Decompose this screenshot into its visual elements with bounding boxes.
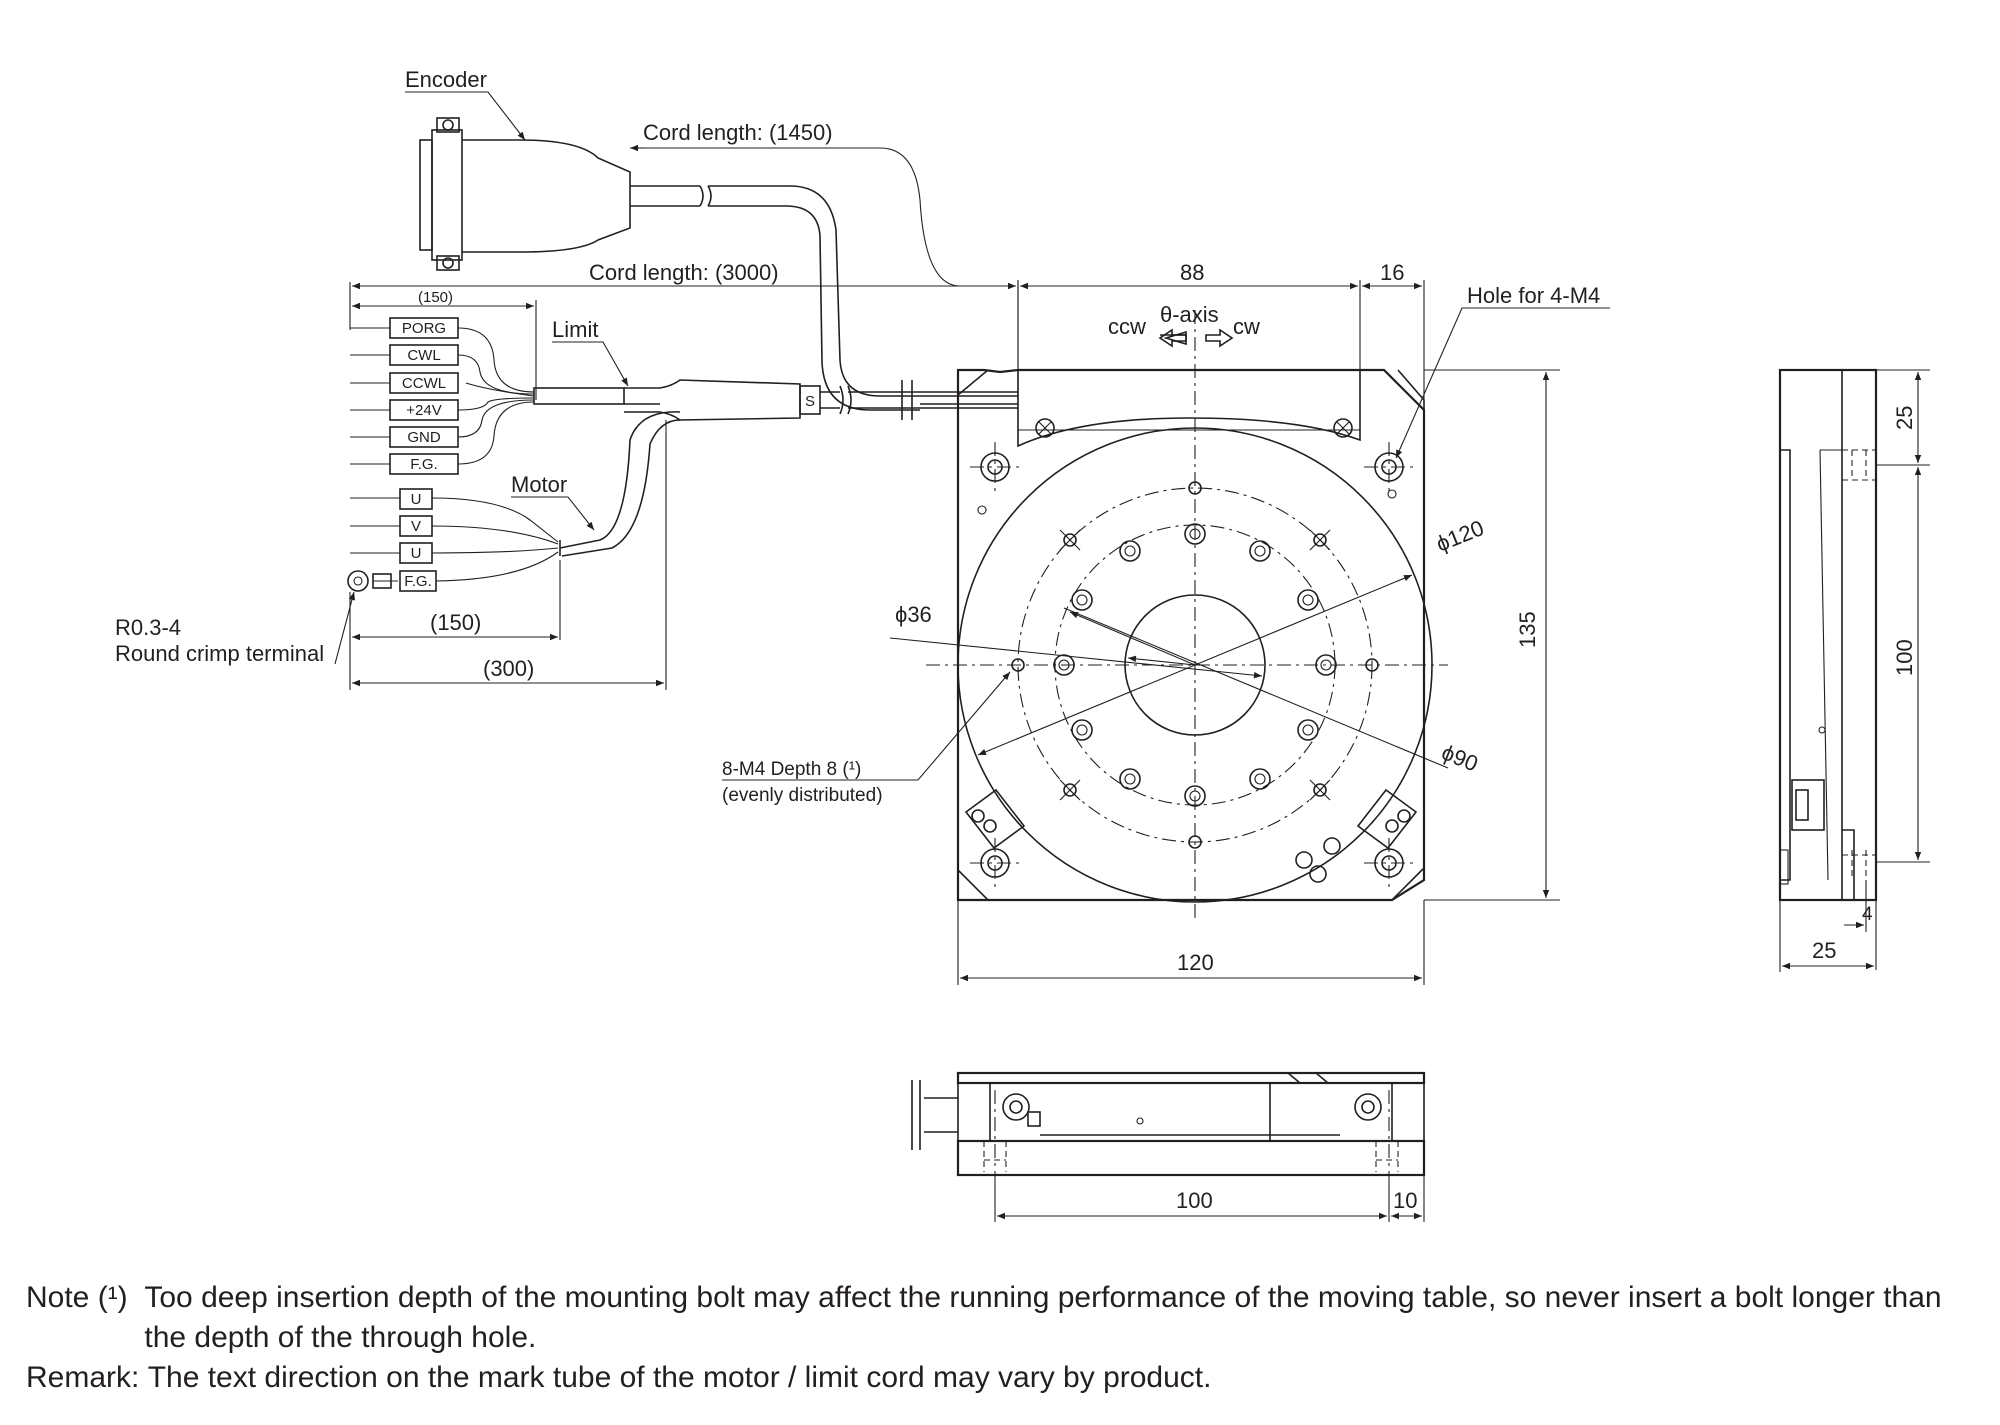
motor-tag-u2: U (399, 542, 433, 564)
crimp-label-2: Round crimp terminal (115, 641, 324, 666)
cord-1450-label: Cord length: (1450) (643, 120, 833, 145)
side-25-w-text: 25 (1812, 938, 1836, 963)
motor-label: Motor (511, 472, 567, 497)
crimp-label-1: R0.3-4 (115, 615, 181, 640)
dim-150-top-text: (150) (418, 289, 453, 306)
phi120-text: ϕ120 (1433, 515, 1488, 557)
dim-88-text: 88 (1180, 260, 1204, 285)
cord-1450-label-group: Cord length: (1450) (630, 120, 1010, 287)
side-dim-4: 4 (1844, 880, 1877, 970)
s-mark: S (805, 393, 815, 410)
cord-3000-label: Cord length: (3000) (589, 260, 779, 285)
side-view (1778, 368, 1878, 902)
side-25-top-text: 25 (1892, 406, 1917, 430)
cw-label: cw (1233, 314, 1260, 339)
m4-depth-label: 8-M4 Depth 8 (¹) (722, 759, 861, 780)
remark-row: Remark: The text direction on the mark t… (26, 1358, 1986, 1398)
limit-tag-ccwl: CCWL (389, 372, 459, 394)
phi120-callout: ϕ120 (977, 515, 1488, 756)
svg-text:PORG: PORG (402, 320, 446, 337)
phi90-text: ϕ90 (1438, 739, 1481, 776)
motor-tag-fg: F.G. (399, 570, 437, 592)
motor-label-group: Motor (511, 472, 595, 531)
limit-label-group: Limit (552, 317, 629, 387)
front-10-text: 10 (1393, 1188, 1417, 1213)
front-view (911, 1071, 1426, 1180)
front-dim-10: 10 (1391, 1188, 1422, 1220)
note-row: Note (¹) Too deep insertion depth of the… (26, 1278, 1986, 1358)
theta-axis-indicator: ccw θ-axis cw (1108, 302, 1260, 348)
limit-tags: PORG CWL CCWL +24V GND F.G. (389, 317, 459, 475)
limit-label: Limit (552, 317, 598, 342)
dim-120-width: 120 (957, 900, 1425, 985)
motor-tags: U V U F.G. (399, 488, 437, 592)
side-dim-100: 100 (1876, 467, 1930, 863)
crimp-label-group: R0.3-4 Round crimp terminal (115, 591, 356, 666)
dim-88: 88 (1017, 260, 1425, 400)
notes-section: Note (¹) Too deep insertion depth of the… (26, 1278, 1986, 1398)
encoder-label: Encoder (405, 67, 487, 92)
dim-150-bottom-text: (150) (430, 610, 481, 635)
side-4-text: 4 (1862, 904, 1873, 925)
svg-text:GND: GND (407, 429, 441, 446)
limit-tag-24v: +24V (389, 399, 459, 421)
side-dim-25-top: 25 (1876, 369, 1930, 466)
motor-tag-v: V (399, 515, 433, 537)
side-dim-25-width: 25 (1779, 900, 1874, 972)
side-100-text: 100 (1892, 639, 1917, 676)
theta-axis-label: θ-axis (1160, 302, 1219, 327)
dim-135: 135 (1424, 369, 1560, 901)
svg-text:CCWL: CCWL (402, 375, 446, 392)
top-view (920, 310, 1448, 920)
svg-text:U: U (411, 491, 422, 508)
phi36-callout: ϕ36 (889, 602, 1263, 679)
ccw-label: ccw (1108, 314, 1146, 339)
dim-150-top: (150) (352, 289, 537, 400)
m4-depth-callout: 8-M4 Depth 8 (¹) (evenly distributed) (722, 671, 1011, 806)
motor-tag-u1: U (399, 488, 433, 510)
limit-wires: S (350, 327, 920, 465)
front-dim-100: 100 (994, 1175, 1425, 1222)
remark-text: The text direction on the mark tube of t… (147, 1361, 1212, 1394)
limit-tag-fg: F.G. (389, 453, 459, 475)
dim-16-text: 16 (1380, 260, 1404, 285)
dim-120-text: 120 (1177, 950, 1214, 975)
corner-holes (970, 442, 1414, 888)
svg-text:F.G.: F.G. (404, 573, 432, 590)
limit-tag-cwl: CWL (389, 344, 459, 366)
svg-text:U: U (411, 545, 422, 562)
dim-16: 16 (1362, 260, 1422, 290)
limit-tag-gnd: GND (389, 426, 459, 448)
dim-300: (300) (352, 656, 664, 687)
hole-4m4-label: Hole for 4-M4 (1467, 283, 1600, 308)
encoder-label-group: Encoder (405, 67, 526, 141)
note-text: Too deep insertion depth of the mounting… (144, 1281, 1942, 1354)
note-label: Note (¹) (26, 1281, 145, 1314)
svg-text:V: V (411, 518, 421, 535)
limit-tag-porg: PORG (389, 317, 459, 339)
dim-300-text: (300) (483, 656, 534, 681)
dim-150-bottom: (150) (349, 420, 667, 690)
hole-4m4-callout: Hole for 4-M4 (1395, 283, 1610, 459)
svg-text:+24V: +24V (406, 402, 441, 419)
svg-text:CWL: CWL (407, 347, 440, 364)
crimp-terminal (347, 570, 392, 592)
dim-135-text: 135 (1515, 611, 1540, 648)
remark-label: Remark: (26, 1361, 148, 1394)
svg-text:F.G.: F.G. (410, 456, 438, 473)
phi36-text: ϕ36 (895, 602, 932, 627)
evenly-label: (evenly distributed) (722, 785, 883, 806)
front-100-text: 100 (1176, 1188, 1213, 1213)
